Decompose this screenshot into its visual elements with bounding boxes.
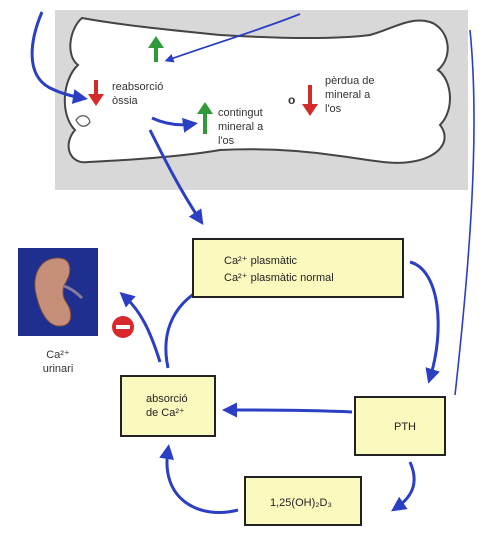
flow-arrow [410, 262, 438, 378]
pth-box: PTH [354, 396, 446, 456]
vitamin-d-box: 1,25(OH)₂D₃ [244, 476, 362, 526]
mineral-content-label: contingut mineral a l'os [218, 106, 298, 148]
bone-resorption-label: reabsorció òssia [112, 80, 190, 108]
plasma-calcium-line2: Ca²⁺ plasmàtic normal [224, 271, 334, 285]
no-entry-icon [112, 316, 134, 338]
kidney-icon [18, 248, 98, 336]
flow-arrow [396, 462, 414, 508]
mineral-loss-label: pèrdua de mineral a l'os [325, 74, 415, 116]
calcium-absorption-box: absorció de Ca²⁺ [120, 375, 216, 437]
flow-arrow [228, 410, 352, 412]
vitamin-d-label: 1,25(OH)₂D₃ [270, 496, 332, 510]
plasma-calcium-line1: Ca²⁺ plasmàtic [224, 254, 297, 268]
pth-label: PTH [394, 420, 416, 434]
kidney-image [18, 248, 98, 336]
connector-label: o [288, 93, 300, 107]
calcium-absorption-label: absorció de Ca²⁺ [146, 392, 188, 420]
flow-arrow [167, 450, 238, 513]
plasma-calcium-box: Ca²⁺ plasmàtic Ca²⁺ plasmàtic normal [192, 238, 404, 298]
urinary-calcium-label: Ca²⁺ urinari [28, 348, 88, 376]
